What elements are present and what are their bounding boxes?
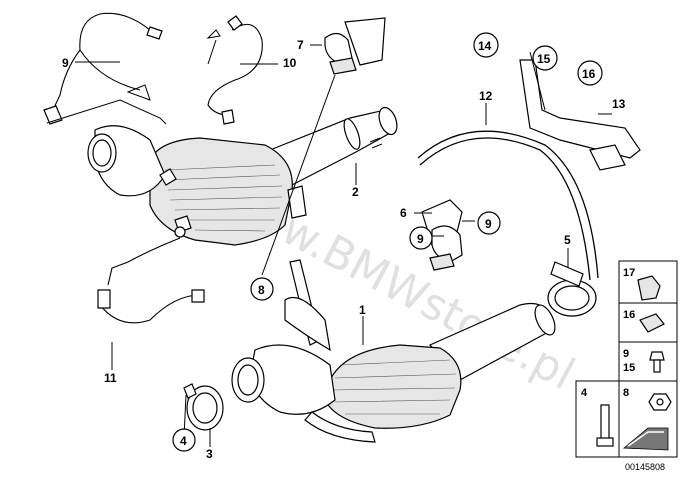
callout-13: 12 [479,89,493,103]
legend-arrow-icon [622,427,669,451]
lower-catalytic-converter[interactable] [231,259,559,443]
legend-panel: 17 16 9 15 4 8 [575,260,678,458]
legend-item-8: 8 [623,387,672,411]
svg-text:15: 15 [623,362,635,374]
callout-6: 6 [400,206,407,220]
svg-text:9: 9 [417,232,424,246]
callout-17: 16 [577,60,603,86]
callout-4: 4 [172,428,196,452]
callout-10: 9 [62,56,69,70]
callout-11: 10 [283,56,297,70]
svg-text:14: 14 [478,39,492,53]
clamp-3[interactable] [183,383,224,431]
callout-labels: 9 10 7 2 12 13 6 5 1 11 3 8 9 9 4 14 [62,32,626,461]
svg-text:16: 16 [582,67,596,81]
callout-16: 15 [532,45,558,71]
callout-8: 8 [250,277,274,301]
svg-text:4: 4 [180,434,187,448]
hose-13[interactable] [417,130,599,281]
oxygen-sensor-11[interactable] [206,15,263,125]
legend-item-17: 17 [623,267,661,301]
callout-7: 7 [297,38,304,52]
svg-text:16: 16 [623,309,635,321]
callout-9-left: 9 [409,226,433,250]
document-number: 00145808 [625,462,665,472]
callout-1: 1 [359,303,366,317]
svg-text:4: 4 [581,387,588,399]
svg-text:9: 9 [485,217,492,231]
upper-catalytic-converter[interactable] [87,105,400,246]
callout-3: 3 [206,447,213,461]
callout-5: 5 [564,233,571,247]
callout-9-right: 9 [477,211,501,235]
callout-14: 13 [612,97,626,111]
bracket-6[interactable] [421,199,463,271]
callout-2: 2 [352,185,359,199]
legend-item-4: 4 [581,387,614,447]
svg-text:15: 15 [537,52,551,66]
callout-15: 14 [473,32,499,58]
legend-item-16: 16 [623,309,665,333]
svg-text:8: 8 [623,387,629,399]
svg-text:17: 17 [623,267,635,279]
clamp-5[interactable] [547,261,597,317]
callout-12: 11 [104,371,117,385]
svg-text:8: 8 [258,283,265,297]
legend-item-9-15: 9 15 [623,348,665,374]
exhaust-sensor-12[interactable] [97,237,205,324]
bracket-7[interactable] [324,17,386,75]
svg-text:9: 9 [623,348,629,360]
